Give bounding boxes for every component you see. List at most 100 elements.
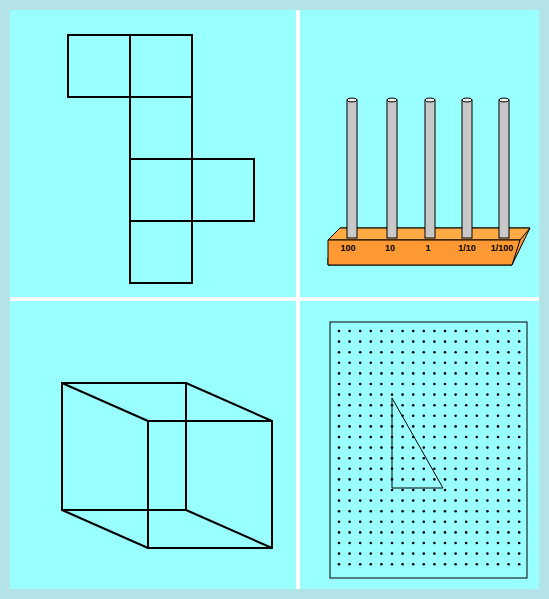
peg-dot	[412, 393, 415, 396]
peg-dot	[486, 362, 489, 365]
peg-dot	[359, 340, 362, 343]
peg-dot	[507, 563, 510, 566]
peg-dot	[348, 478, 351, 481]
peg-dot	[370, 563, 373, 566]
peg-dot	[380, 415, 383, 418]
peg-dot	[391, 531, 394, 534]
peg-dot	[370, 404, 373, 407]
peg-dot	[380, 457, 383, 460]
peg-dot	[391, 563, 394, 566]
peg-dot	[497, 436, 500, 439]
peg-dot	[476, 404, 479, 407]
peg-dot	[348, 552, 351, 555]
peg-dot	[454, 499, 457, 502]
peg-dot	[433, 351, 436, 354]
peg-dot	[433, 446, 436, 449]
peg-dot	[359, 521, 362, 524]
peg-dot	[412, 563, 415, 566]
peg-dot	[348, 468, 351, 471]
peg-dot	[338, 489, 341, 492]
panel	[300, 10, 539, 297]
rod-top	[425, 98, 435, 102]
peg-dot	[507, 510, 510, 513]
peg-dot	[476, 330, 479, 333]
peg-dot	[486, 415, 489, 418]
peg-dot	[338, 415, 341, 418]
peg-dot	[348, 563, 351, 566]
peg-dot	[423, 415, 426, 418]
peg-dot	[465, 436, 468, 439]
peg-dot	[412, 521, 415, 524]
peg-dot	[401, 478, 404, 481]
peg-dot	[391, 521, 394, 524]
peg-dot	[476, 563, 479, 566]
peg-dot	[507, 340, 510, 343]
peg-dot	[444, 393, 447, 396]
peg-dot	[444, 351, 447, 354]
peg-dot	[518, 330, 521, 333]
peg-dot	[518, 372, 521, 375]
peg-dot	[444, 340, 447, 343]
peg-dot	[359, 489, 362, 492]
peg-dot	[423, 521, 426, 524]
peg-dot	[370, 542, 373, 545]
peg-dot	[486, 521, 489, 524]
peg-dot	[433, 499, 436, 502]
peg-dot	[497, 372, 500, 375]
peg-dot	[444, 489, 447, 492]
peg-dot	[412, 340, 415, 343]
peg-dot	[338, 510, 341, 513]
peg-dot	[454, 552, 457, 555]
peg-dot	[423, 330, 426, 333]
peg-dot	[380, 436, 383, 439]
peg-dot	[476, 340, 479, 343]
peg-dot	[423, 404, 426, 407]
peg-dot	[497, 340, 500, 343]
peg-dot	[348, 383, 351, 386]
peg-dot	[486, 468, 489, 471]
peg-dot	[423, 478, 426, 481]
peg-dot	[359, 436, 362, 439]
peg-dot	[359, 330, 362, 333]
peg-dot	[370, 340, 373, 343]
peg-dot	[444, 404, 447, 407]
peg-dot	[391, 340, 394, 343]
peg-dot	[359, 393, 362, 396]
peg-dot	[454, 372, 457, 375]
peg-dot	[444, 330, 447, 333]
peg-dot	[380, 542, 383, 545]
peg-dot	[433, 489, 436, 492]
peg-dot	[507, 489, 510, 492]
peg-dot	[486, 510, 489, 513]
peg-dot	[401, 489, 404, 492]
peg-dot	[338, 563, 341, 566]
peg-dot	[476, 542, 479, 545]
place-value-label: 1	[425, 243, 430, 253]
peg-dot	[486, 404, 489, 407]
peg-dot	[380, 372, 383, 375]
peg-dot	[497, 531, 500, 534]
peg-dot	[507, 499, 510, 502]
peg-dot	[518, 446, 521, 449]
peg-dot	[465, 415, 468, 418]
peg-dot	[518, 393, 521, 396]
peg-dot	[454, 415, 457, 418]
peg-dot	[497, 393, 500, 396]
peg-dot	[454, 383, 457, 386]
peg-dot	[338, 457, 341, 460]
peg-dot	[359, 404, 362, 407]
rod-top	[387, 98, 397, 102]
peg-dot	[454, 489, 457, 492]
peg-dot	[412, 404, 415, 407]
peg-dot	[497, 425, 500, 428]
peg-dot	[486, 499, 489, 502]
peg-dot	[391, 351, 394, 354]
peg-dot	[348, 362, 351, 365]
peg-dot	[454, 436, 457, 439]
peg-dot	[433, 340, 436, 343]
peg-dot	[507, 468, 510, 471]
peg-dot	[518, 351, 521, 354]
peg-dot	[359, 351, 362, 354]
peg-dot	[338, 468, 341, 471]
peg-dot	[348, 404, 351, 407]
